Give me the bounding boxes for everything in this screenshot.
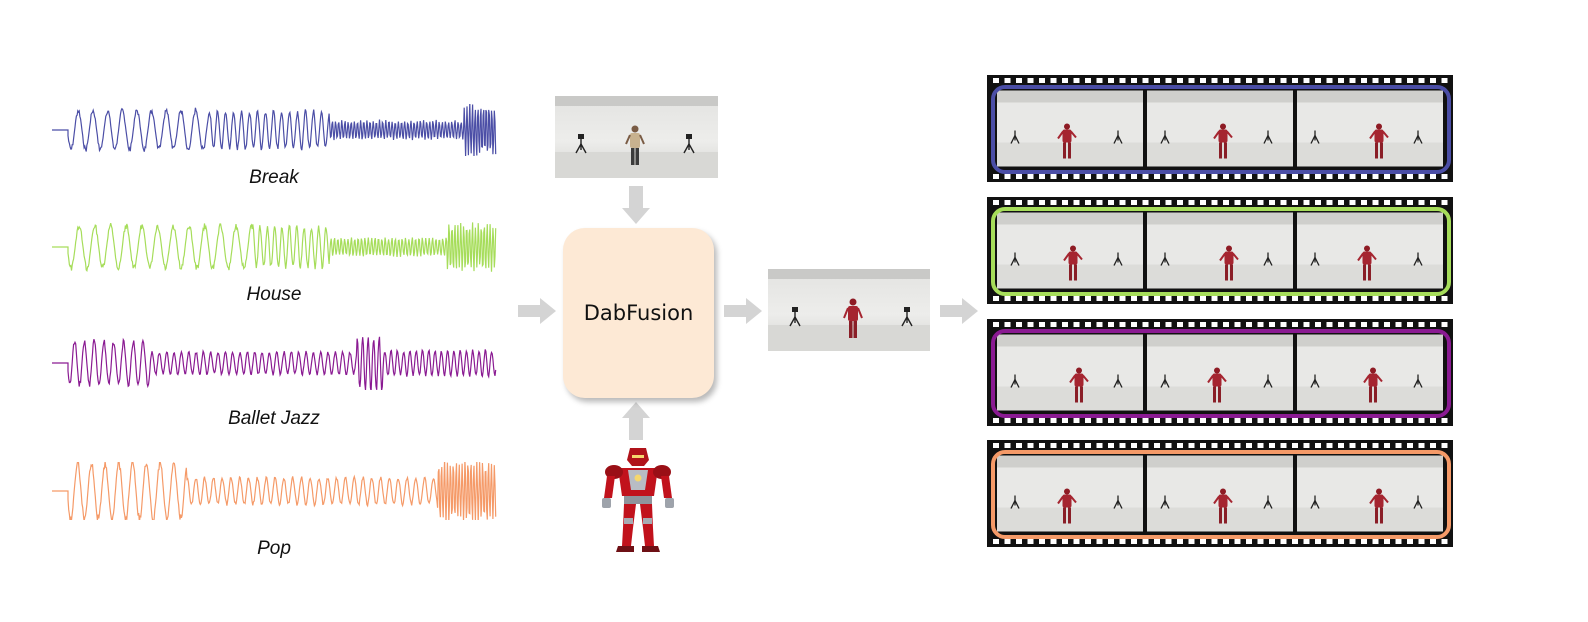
sprocket-holes [993,78,1448,179]
sprocket-holes [993,443,1448,544]
pop-label: Pop [257,538,291,559]
dance-frame-image [1147,90,1293,167]
waveform-line [52,222,497,272]
dance-frame-image [1147,212,1293,289]
gray-arrow-icon [940,298,978,324]
gray-arrow-icon [622,186,650,224]
armored-robot-character-image [602,448,674,552]
gray-arrow-icon [724,298,762,324]
genre-color-border [991,207,1451,296]
pop-waveform [52,462,497,520]
house-waveform [52,222,497,272]
dance-frame-image [997,90,1143,167]
dance-frame-image [1147,455,1293,532]
dabfusion-model-box: DabFusion [563,228,714,398]
genre-color-border [991,85,1451,174]
dance-frame-image [1147,334,1293,411]
sprocket-holes [993,200,1448,301]
dance-frame-image [997,212,1143,289]
film-strip-icon [987,197,1453,304]
waveform-line [52,104,497,156]
waveform-line [52,462,497,520]
generated-dancer-frame-image [768,269,930,351]
break-waveform [52,104,497,156]
dance-frame-image [997,334,1143,411]
film-strip-icon [987,319,1453,426]
dance-frame-image [1297,90,1443,167]
gray-arrow-icon [622,402,650,440]
break-label: Break [249,167,299,188]
sprocket-holes [993,322,1448,423]
gray-arrow-icon [518,298,556,324]
dancer-scene-image [555,96,718,178]
dance-frame-image [1297,455,1443,532]
waveform-line [52,336,497,390]
house-label: House [246,284,302,305]
ballet-jazz-waveform [52,336,497,390]
dance-frame-image [997,455,1143,532]
dance-frame-image [1297,334,1443,411]
model-label: DabFusion [583,301,694,325]
film-strip-icon [987,75,1453,182]
genre-color-border [991,450,1451,539]
dance-frame-image [1297,212,1443,289]
film-strip-icon [987,440,1453,547]
ballet-jazz-label: Ballet Jazz [228,408,320,429]
genre-color-border [991,329,1451,418]
